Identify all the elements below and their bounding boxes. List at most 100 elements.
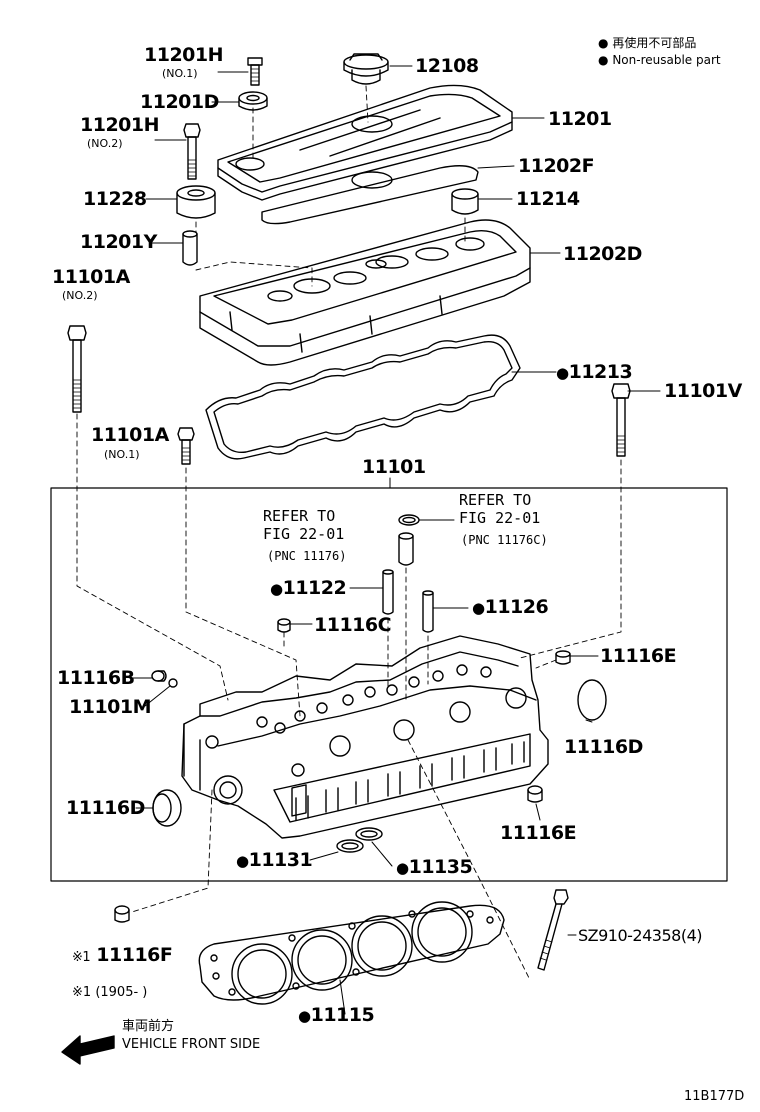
label-11228: 11228 bbox=[83, 188, 147, 210]
label-11116d-left: 11116D bbox=[66, 797, 145, 819]
label-11126-text: 11126 bbox=[484, 596, 549, 618]
label-11201d: 11201D bbox=[140, 91, 219, 113]
label-11116b: 11116B bbox=[57, 667, 135, 689]
gasket-11202f bbox=[261, 165, 479, 225]
pipe-11201y bbox=[182, 230, 198, 266]
legend-marker: ● bbox=[598, 36, 609, 50]
seal-11131 bbox=[336, 839, 364, 853]
refer-right-line1: REFER TO bbox=[459, 491, 532, 509]
label-11116e-bottom: 11116E bbox=[500, 822, 577, 844]
refer-right-line2: FIG 22-01 bbox=[459, 509, 541, 527]
label-11202d: 11202D bbox=[563, 243, 642, 265]
refer-left-pnc: (PNC 11176) bbox=[267, 549, 347, 563]
label-sz910: SZ910-24358(4) bbox=[578, 926, 703, 945]
cylinder-head-gasket-11115 bbox=[198, 901, 505, 1005]
cylinder-head-11101 bbox=[181, 635, 549, 839]
label-11115-text: 11115 bbox=[310, 1004, 375, 1026]
label-11201h-no1-sub: (NO.1) bbox=[162, 67, 198, 80]
refer-left-line2: FIG 22-01 bbox=[263, 525, 345, 543]
label-11116f-text: 11116F bbox=[96, 944, 173, 966]
front-side-jp: 車両前方 bbox=[122, 1019, 175, 1034]
plug-11116d-right bbox=[577, 679, 607, 721]
non-reusable-marker: ● bbox=[236, 852, 249, 870]
label-11126: ●11126 bbox=[472, 596, 549, 618]
label-11122: ●11122 bbox=[270, 577, 347, 599]
label-11213-text: 11213 bbox=[568, 361, 633, 383]
plug-11116f bbox=[114, 905, 130, 923]
refer-left-line1: REFER TO bbox=[263, 507, 336, 525]
refer-right-pnc: (PNC 11176C) bbox=[461, 533, 548, 547]
figure-code: 11B177D bbox=[684, 1089, 745, 1104]
label-11213: ●11213 bbox=[556, 361, 633, 383]
refer-left: REFER TO FIG 22-01 bbox=[263, 507, 344, 543]
label-11116c: 11116C bbox=[314, 614, 392, 636]
label-11214: 11214 bbox=[516, 188, 580, 210]
leader-lines bbox=[129, 65, 661, 1015]
plug-11116d-left bbox=[152, 789, 182, 827]
cylinder-head-frame bbox=[50, 487, 728, 882]
bolt-11201h-no2 bbox=[183, 123, 201, 180]
label-11101v: 11101V bbox=[664, 380, 742, 402]
legend-jp: ● 再使用不可部品 bbox=[598, 37, 696, 49]
pin-11101m bbox=[168, 678, 178, 688]
production-note: ※1 (1905- ) bbox=[72, 986, 147, 999]
valve-guide-11126 bbox=[422, 590, 434, 633]
non-reusable-marker: ● bbox=[396, 859, 409, 877]
oil-filler-cap-12108 bbox=[343, 53, 389, 85]
label-12108: 12108 bbox=[415, 55, 479, 77]
production-note-text: (1905- ) bbox=[95, 985, 148, 1000]
bolt-11101a-no2 bbox=[67, 325, 87, 413]
label-11101a-no2: 11101A bbox=[52, 266, 130, 288]
label-11101a-no2-sub: (NO.2) bbox=[62, 289, 98, 302]
label-11101a-no1: 11101A bbox=[91, 424, 169, 446]
label-11135-text: 11135 bbox=[408, 856, 473, 878]
grommet-11201d bbox=[238, 91, 268, 111]
bolt-11201h-no1 bbox=[247, 57, 263, 86]
label-11122-text: 11122 bbox=[282, 577, 347, 599]
label-11201h-no2: 11201H bbox=[80, 114, 160, 136]
cylinder-head-cover-11201 bbox=[217, 84, 513, 201]
label-11116f: ※1 11116F bbox=[72, 944, 173, 966]
plug-11116b bbox=[151, 670, 167, 682]
non-reusable-marker: ● bbox=[270, 580, 283, 598]
label-11201h-no2-sub: (NO.2) bbox=[87, 137, 123, 150]
front-side-en: VEHICLE FRONT SIDE bbox=[122, 1037, 261, 1052]
plug-11116c bbox=[277, 618, 291, 633]
bolt-11101v bbox=[611, 383, 631, 457]
valve-guide-11122 bbox=[382, 569, 394, 615]
grommet-11228 bbox=[176, 185, 216, 219]
label-11115: ●11115 bbox=[298, 1004, 375, 1026]
label-11201: 11201 bbox=[548, 108, 612, 130]
bolt-11101a-no1 bbox=[177, 427, 195, 465]
label-11131-text: 11131 bbox=[248, 849, 313, 871]
legend-marker-2: ● bbox=[598, 53, 609, 67]
label-11135: ●11135 bbox=[396, 856, 473, 878]
label-11116d-right: 11116D bbox=[564, 736, 643, 758]
refer-right: REFER TO FIG 22-01 bbox=[459, 491, 540, 527]
grommet-11214 bbox=[451, 188, 479, 215]
label-11101: 11101 bbox=[362, 456, 426, 478]
plug-11116e-bottom bbox=[527, 785, 543, 803]
front-arrow bbox=[61, 1035, 115, 1065]
label-11202f: 11202F bbox=[518, 155, 595, 177]
label-11116e-top: 11116E bbox=[600, 645, 677, 667]
gasket-11213 bbox=[205, 334, 521, 460]
plug-11116e-top bbox=[555, 650, 571, 665]
legend-en: ● Non-reusable part bbox=[598, 54, 721, 66]
legend-jp-text: 再使用不可部品 bbox=[612, 36, 697, 50]
seal-11135 bbox=[355, 827, 383, 841]
cylinder-head-cover-11202d bbox=[199, 219, 531, 366]
seal-ring-11176c bbox=[398, 514, 420, 526]
bolt-sz910-24358 bbox=[537, 889, 569, 971]
label-11101m: 11101M bbox=[69, 696, 152, 718]
note-mark: ※1 bbox=[72, 950, 91, 965]
non-reusable-marker: ● bbox=[298, 1007, 311, 1025]
sleeve-11176 bbox=[398, 532, 414, 566]
label-11101a-no1-sub: (NO.1) bbox=[104, 448, 140, 461]
legend-en-text: Non-reusable part bbox=[612, 53, 721, 67]
label-11201h-no1: 11201H bbox=[144, 44, 224, 66]
label-11131: ●11131 bbox=[236, 849, 313, 871]
dashed-lines bbox=[76, 85, 622, 981]
